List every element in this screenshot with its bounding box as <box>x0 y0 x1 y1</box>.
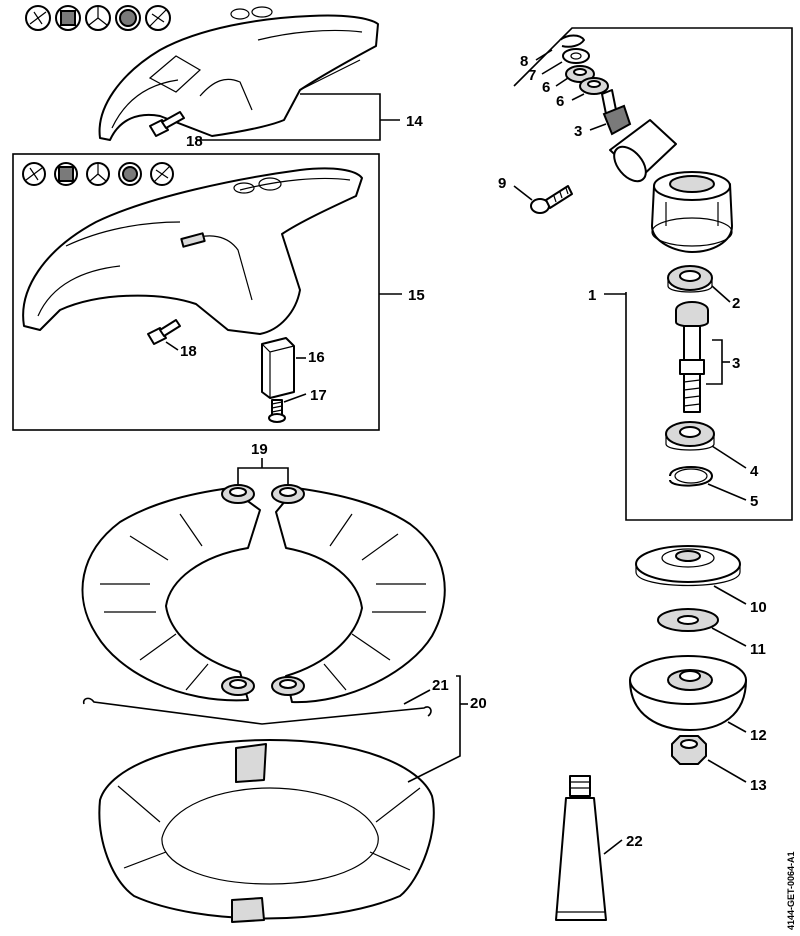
callout-8: 8 <box>520 53 528 70</box>
callout-14: 14 <box>406 113 423 130</box>
callout-21: 21 <box>432 677 449 694</box>
callout-6-lower: 6 <box>556 93 564 110</box>
part-11-thrust-washer <box>657 608 719 632</box>
callout-20: 20 <box>470 695 487 712</box>
part-10-thrust-plate <box>635 545 741 587</box>
part-18-bolt-upper <box>149 111 185 137</box>
callout-1: 1 <box>588 287 596 304</box>
part-3-gear-shaft <box>675 301 709 413</box>
part-22-grease-tube <box>555 775 607 921</box>
part-5-circlip <box>669 466 713 487</box>
callout-18-upper: 18 <box>186 133 203 150</box>
trimmer-head-icon <box>85 5 111 31</box>
callout-13: 13 <box>750 777 767 794</box>
trimmer-head-icon <box>86 162 110 186</box>
part-9-screw <box>530 185 573 214</box>
callout-22: 22 <box>626 833 643 850</box>
callout-15: 15 <box>408 287 425 304</box>
part-20-guard-base <box>98 739 435 923</box>
callout-11: 11 <box>750 641 766 658</box>
brush-knife-icon <box>54 162 78 186</box>
callout-6-upper: 6 <box>542 79 550 96</box>
part-12-rider-plate <box>629 655 747 731</box>
part-19-guard-ring <box>81 484 446 704</box>
part-21-wire-clip <box>82 697 432 725</box>
part-15-deflector <box>22 167 363 335</box>
part-3-pinion <box>601 89 632 136</box>
part-1-gear-housing <box>609 119 733 253</box>
part-2-bearing <box>667 265 713 293</box>
part-13-nut <box>671 735 707 765</box>
document-code: 4144-GET-0064-A1 <box>786 851 796 930</box>
brush-knife-icon <box>55 5 81 31</box>
part-17-screw <box>268 399 286 423</box>
part-6-bearing-lower <box>579 77 609 95</box>
callout-19: 19 <box>251 441 268 458</box>
callout-9: 9 <box>498 175 506 192</box>
part-18-bolt-lower <box>147 319 181 345</box>
saw-blade-icon <box>118 162 142 186</box>
part-4-bearing <box>665 421 715 451</box>
part-14-deflector <box>98 6 379 141</box>
grass-blade-icon <box>22 162 46 186</box>
part-7-washer <box>562 48 590 64</box>
callout-12: 12 <box>750 727 767 744</box>
saw-blade-icon <box>115 5 141 31</box>
callout-4: 4 <box>750 463 759 480</box>
kit-15-frame <box>12 153 380 431</box>
callout-7: 7 <box>528 67 536 84</box>
callout-5: 5 <box>750 493 758 510</box>
part-8-circlip <box>559 34 585 48</box>
callout-3-lower: 3 <box>732 355 740 372</box>
callout-16: 16 <box>308 349 325 366</box>
callout-2: 2 <box>732 295 740 312</box>
callout-10: 10 <box>750 599 767 616</box>
icon-row-lower <box>22 162 174 186</box>
callout-3-upper: 3 <box>574 123 582 140</box>
callout-17: 17 <box>310 387 327 404</box>
grass-blade-icon <box>25 5 51 31</box>
bush-icon <box>145 5 171 31</box>
bush-icon <box>150 162 174 186</box>
part-16-bracket <box>261 337 295 399</box>
icon-row-upper <box>25 5 171 31</box>
callout-18-lower: 18 <box>180 343 197 360</box>
